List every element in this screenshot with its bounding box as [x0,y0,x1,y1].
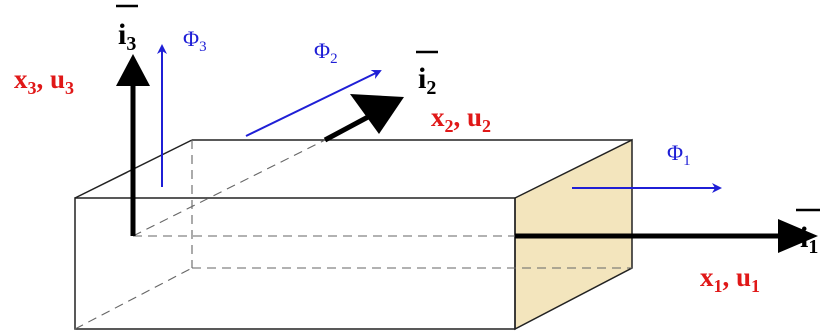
axis-i3-arrow [116,54,150,236]
beam-hidden-edges [74,139,632,330]
svg-text:i3: i3 [118,18,136,55]
phi2-arrow [245,69,382,137]
label-phi3: Φ3 [183,26,207,55]
beam-front-face [74,197,516,330]
label-phi1: Φ1 [667,140,691,169]
label-i1: i1 [796,208,820,258]
label-x3-u3: x3, u3 [14,64,74,98]
label-x1-u1: x1, u1 [700,262,760,296]
axis-i1-arrow [515,219,818,253]
axis-i2-arrow [323,94,404,143]
label-x2-u2: x2, u2 [431,102,491,136]
svg-text:i1: i1 [800,221,818,258]
label-phi2: Φ2 [314,38,338,67]
svg-text:i2: i2 [418,62,436,99]
label-i3: i3 [116,4,138,55]
label-i2: i2 [416,50,438,99]
